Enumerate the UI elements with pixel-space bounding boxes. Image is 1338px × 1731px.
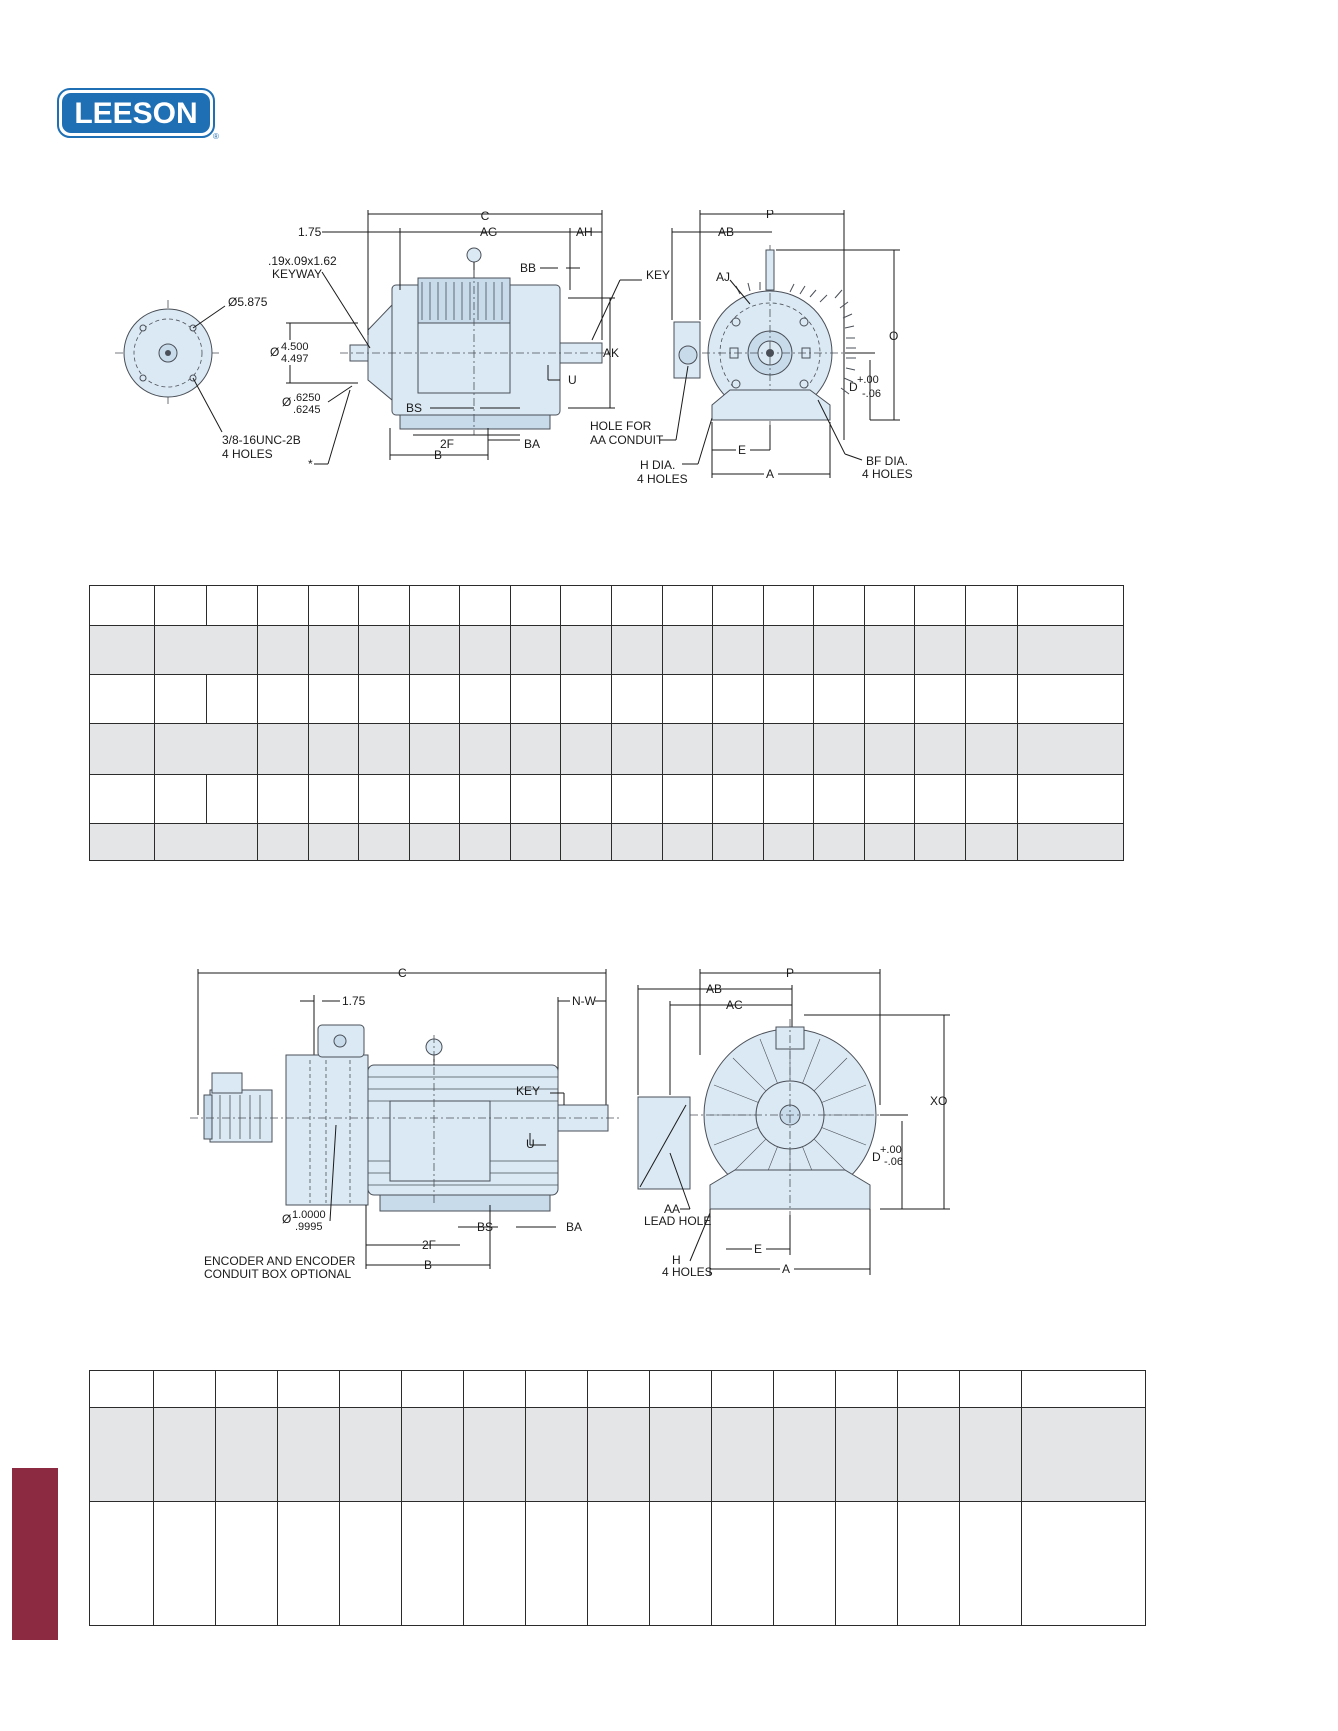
dim-ag: AG <box>480 225 497 239</box>
dim-c-bottom: C <box>398 966 407 980</box>
dim-d-tol-plus-bottom: +.00 <box>880 1144 902 1156</box>
dim-b-top: B <box>434 448 442 462</box>
table-row <box>89 674 1125 725</box>
face-view: Ø5.875 3/8-16UNC-2B 4 HOLES <box>115 295 301 461</box>
dim-d-bottom: D <box>872 1150 881 1164</box>
h-label-2-top: 4 HOLES <box>637 472 688 486</box>
dim-ac: AC <box>726 998 743 1012</box>
dim-2f-top: 2F <box>440 437 454 451</box>
dim-bs-bottom: BS <box>477 1220 493 1234</box>
star-note: * <box>308 457 313 471</box>
leeson-logo: LEESON ® <box>57 88 219 140</box>
dim-175-top: 1.75 <box>298 225 322 239</box>
top-dimension-table <box>89 584 1125 862</box>
pilot-dia-min: 4.497 <box>281 353 309 365</box>
logo-text: LEESON <box>74 97 197 130</box>
table-row <box>89 773 1125 824</box>
bottom-dimension-drawing: C 1.75 N-W <box>190 966 950 1281</box>
table-row <box>89 822 1125 862</box>
dim-u-top: U <box>568 373 577 387</box>
dim-a-bottom: A <box>782 1262 790 1276</box>
dim-d-tol-minus-bottom: -.06 <box>884 1156 903 1168</box>
conduit-label-2: AA CONDUIT <box>590 433 664 447</box>
dim-ba-top: BA <box>524 437 540 451</box>
lead-hole-label-1: AA <box>664 1202 680 1216</box>
dim-a-top: A <box>766 467 774 481</box>
dim-ab-top: AB <box>718 225 734 239</box>
dim-bs-top: BS <box>406 401 422 415</box>
side-view-bottom: C 1.75 N-W <box>190 966 620 1281</box>
bolt-circle-label: Ø5.875 <box>228 295 268 309</box>
dim-ak: AK <box>603 346 619 360</box>
dim-d-top: D <box>849 380 858 394</box>
dim-ab-bottom: AB <box>706 982 722 996</box>
pilot-dia-symbol: Ø <box>270 345 279 359</box>
dim-d-tol-minus-top: -.06 <box>862 388 881 400</box>
dim-nw: N-W <box>572 994 597 1008</box>
dim-ba-bottom: BA <box>566 1220 582 1234</box>
top-dimension-drawing: Ø5.875 3/8-16UNC-2B 4 HOLES C 1 <box>115 210 913 486</box>
key-label-bottom: KEY <box>516 1084 540 1098</box>
bottom-dimension-table <box>89 1370 1146 1626</box>
dim-d-tol-plus-top: +.00 <box>857 374 879 386</box>
shaft-dia-max-bottom: 1.0000 <box>292 1209 326 1221</box>
dim-aj: AJ <box>716 270 730 284</box>
dim-e-top: E <box>738 443 746 457</box>
end-view: P AB O <box>590 210 913 486</box>
dim-2f-bottom: 2F <box>422 1238 436 1252</box>
side-view: C 1.75 AG AH BB KEY .19x.09x1.62 KEYWAY … <box>268 210 670 471</box>
keyway-label-2: KEYWAY <box>272 267 322 281</box>
dim-ah: AH <box>576 225 593 239</box>
conduit-label-1: HOLE FOR <box>590 419 652 433</box>
dim-o: O <box>889 329 898 343</box>
shaft-dia-symbol-bottom: Ø <box>282 1212 291 1226</box>
table-row <box>89 723 1125 775</box>
dim-e-bottom: E <box>754 1242 762 1256</box>
h-label-2-bottom: 4 HOLES <box>662 1265 713 1279</box>
dim-xo: XO <box>930 1094 947 1108</box>
h-label-1-top: H DIA. <box>640 458 675 472</box>
tap-holes-label-2: 4 HOLES <box>222 447 273 461</box>
h-label-1-bottom: H <box>672 1253 681 1267</box>
table-row <box>89 1501 1146 1626</box>
dim-u-bottom: U <box>526 1137 535 1151</box>
bf-label-1: BF DIA. <box>866 454 908 468</box>
dim-bb: BB <box>520 261 536 275</box>
encoder-note-1: ENCODER AND ENCODER <box>204 1254 356 1268</box>
table-row <box>89 584 1125 627</box>
section-tab <box>12 1468 58 1640</box>
dim-c-top: C <box>481 210 490 223</box>
dim-b-bottom: B <box>424 1258 432 1272</box>
registered-mark: ® <box>213 132 219 140</box>
dim-p-bottom: P <box>786 966 794 980</box>
table-row <box>89 1370 1146 1408</box>
key-label-top: KEY <box>646 268 670 282</box>
keyway-label-1: .19x.09x1.62 <box>268 254 337 268</box>
shaft-dia-min-top: .6245 <box>293 404 321 416</box>
lead-hole-label-2: LEAD HOLE <box>644 1214 711 1228</box>
table-row <box>89 625 1125 676</box>
dim-p-top: P <box>766 210 774 221</box>
dim-175-bottom: 1.75 <box>342 994 366 1008</box>
pilot-dia-max: 4.500 <box>281 341 309 353</box>
encoder-note-2: CONDUIT BOX OPTIONAL <box>204 1267 351 1281</box>
shaft-dia-max-top: .6250 <box>293 392 321 404</box>
shaft-dia-min-bottom: .9995 <box>295 1221 323 1233</box>
shaft-dia-symbol-top: Ø <box>282 395 291 409</box>
tap-holes-label-1: 3/8-16UNC-2B <box>222 433 301 447</box>
table-row <box>89 1407 1146 1502</box>
end-view-bottom: P AB AC XO D +.00 -.06 AA <box>637 966 950 1279</box>
bf-label-2: 4 HOLES <box>862 467 913 481</box>
